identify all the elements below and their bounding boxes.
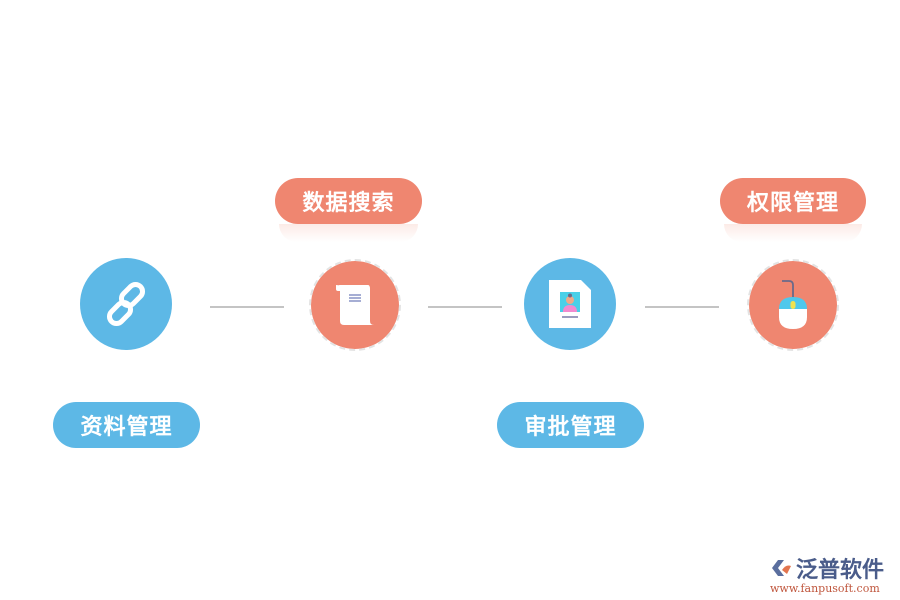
step-4-label-reflection [724, 224, 862, 242]
step-1-label: 资料管理 [53, 402, 200, 448]
connector-2 [428, 306, 502, 308]
step-2-ring [309, 259, 401, 351]
step-4-label: 权限管理 [720, 178, 866, 224]
step-4-ring [747, 259, 839, 351]
connector-1 [210, 306, 284, 308]
profile-document-icon [549, 280, 591, 328]
brand-logo: 泛普软件 www.fanpusoft.com [770, 558, 885, 595]
connector-3 [645, 306, 719, 308]
link-icon [106, 281, 146, 327]
step-2-label: 数据搜索 [275, 178, 422, 224]
step-1-circle [80, 258, 172, 350]
brand-logo-icon [772, 560, 791, 576]
step-2-label-reflection [279, 224, 418, 242]
step-3-label: 审批管理 [497, 402, 644, 448]
step-3-circle [524, 258, 616, 350]
